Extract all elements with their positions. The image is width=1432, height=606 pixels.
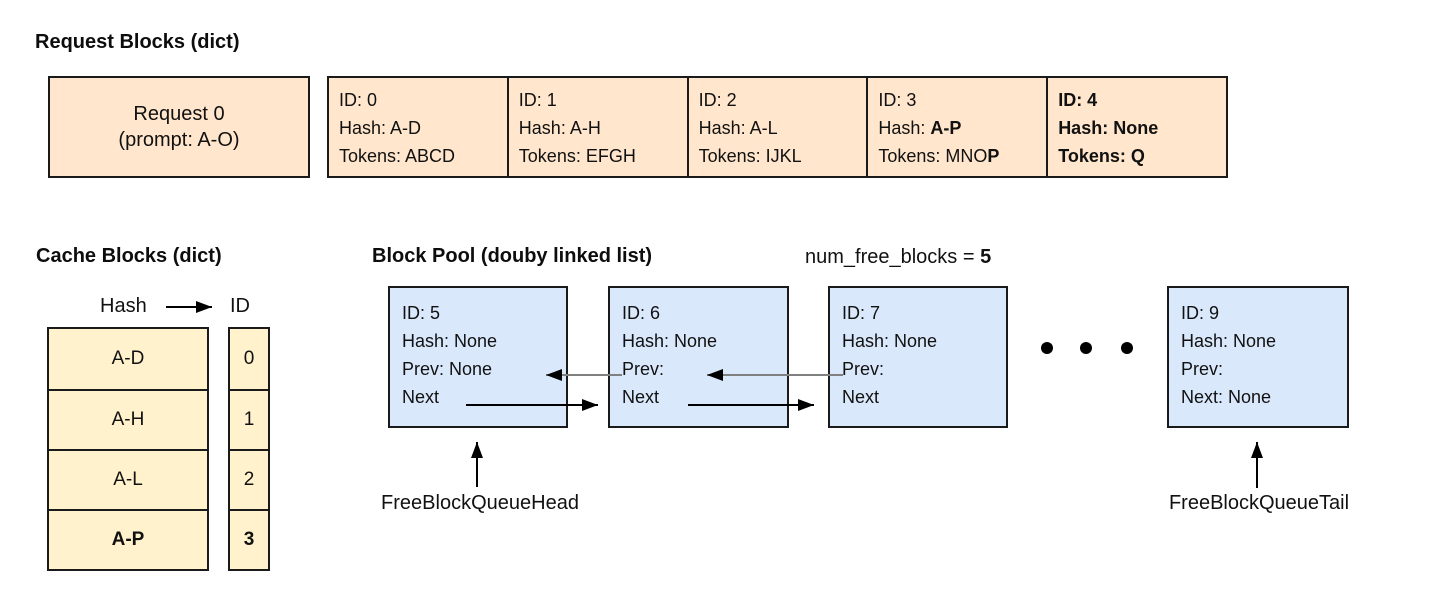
block-hash-line: Hash: A-L <box>698 118 778 138</box>
pool-prev-line: Prev: <box>622 359 665 379</box>
cache-hash-cell: A-L <box>49 449 207 509</box>
block-id-line: ID: 3 <box>878 90 917 110</box>
pool-hash-line: Hash: None <box>622 331 718 351</box>
request-block-row: ID: 0 Hash: A-D Tokens: ABCD ID: 1 Hash:… <box>327 76 1228 178</box>
block-id-line: ID: 1 <box>518 90 557 110</box>
request-0-box: Request 0 (prompt: A-O) <box>48 76 310 178</box>
request-blocks-title: Request Blocks (dict) <box>35 31 240 53</box>
cache-id-header: ID <box>230 295 250 317</box>
free-block-queue-tail-label: FreeBlockQueueTail <box>1168 492 1350 514</box>
pool-id-line: ID: 6 <box>622 303 661 323</box>
pool-prev-line: Prev: <box>1181 359 1224 379</box>
cache-hash-cell: A-P <box>49 509 207 569</box>
cache-hash-header: Hash <box>100 295 147 317</box>
pool-next-line: Next <box>842 387 880 407</box>
pool-hash-line: Hash: None <box>1181 331 1277 351</box>
request-block-1: ID: 1 Hash: A-H Tokens: EFGH <box>506 78 687 176</box>
cache-id-cell: 0 <box>243 348 255 369</box>
ellipsis-dots <box>1041 342 1133 354</box>
cache-hash-column: A-D A-H A-L A-P <box>47 327 209 571</box>
pool-hash-line: Hash: None <box>842 331 938 351</box>
pool-prev-line: Prev: None <box>402 359 493 379</box>
block-hash-line: Hash: A-P <box>878 118 962 138</box>
free-block-queue-head-label: FreeBlockQueueHead <box>381 492 579 514</box>
pool-prev-line: Prev: <box>842 359 885 379</box>
block-id-line: ID: 4 <box>1058 90 1098 110</box>
pool-id-line: ID: 9 <box>1181 303 1220 323</box>
cache-id-column: 0 1 2 3 <box>228 327 270 571</box>
pool-block-9: ID: 9 Hash: None Prev: Next: None <box>1167 286 1349 428</box>
request-block-3: ID: 3 Hash: A-P Tokens: MNOP <box>866 78 1046 176</box>
pool-block-5: ID: 5 Hash: None Prev: None Next <box>388 286 568 428</box>
pool-next-line: Next <box>622 387 660 407</box>
block-tokens-line: Tokens: ABCD <box>339 146 456 166</box>
block-hash-line: Hash: A-D <box>339 118 422 138</box>
block-id-line: ID: 2 <box>698 90 737 110</box>
cache-blocks-title: Cache Blocks (dict) <box>36 245 222 267</box>
block-hash-line: Hash: A-H <box>518 118 601 138</box>
request-block-4: ID: 4 Hash: None Tokens: Q <box>1046 78 1226 176</box>
cache-id-cell: 2 <box>230 449 268 509</box>
block-tokens-line: Tokens: IJKL <box>698 146 802 166</box>
block-id-line: ID: 0 <box>339 90 378 110</box>
block-pool-title: Block Pool (douby linked list) <box>372 245 653 267</box>
cache-hash-cell: A-H <box>49 389 207 449</box>
cache-id-cell: 1 <box>230 389 268 449</box>
block-tokens-line: Tokens: Q <box>1058 146 1145 166</box>
block-tokens-line: Tokens: MNOP <box>878 146 1000 166</box>
pool-next-line: Next: None <box>1181 387 1272 407</box>
block-hash-line: Hash: None <box>1058 118 1159 138</box>
cache-hash-cell: A-D <box>111 348 145 369</box>
block-tokens-line: Tokens: EFGH <box>518 146 636 166</box>
request-block-2: ID: 2 Hash: A-L Tokens: IJKL <box>686 78 867 176</box>
pool-block-6: ID: 6 Hash: None Prev: Next <box>608 286 789 428</box>
pool-next-line: Next <box>402 387 440 407</box>
cache-id-cell: 3 <box>230 509 268 569</box>
num-free-blocks-label: num_free_blocks = 5 <box>805 246 992 268</box>
pool-hash-line: Hash: None <box>402 331 498 351</box>
pool-block-7: ID: 7 Hash: None Prev: Next <box>828 286 1008 428</box>
request-box-line2: (prompt: A-O) <box>118 129 240 151</box>
pool-id-line: ID: 7 <box>842 303 881 323</box>
request-box-line1: Request 0 <box>133 103 225 125</box>
request-block-0: ID: 0 Hash: A-D Tokens: ABCD <box>329 78 507 176</box>
pool-id-line: ID: 5 <box>402 303 441 323</box>
